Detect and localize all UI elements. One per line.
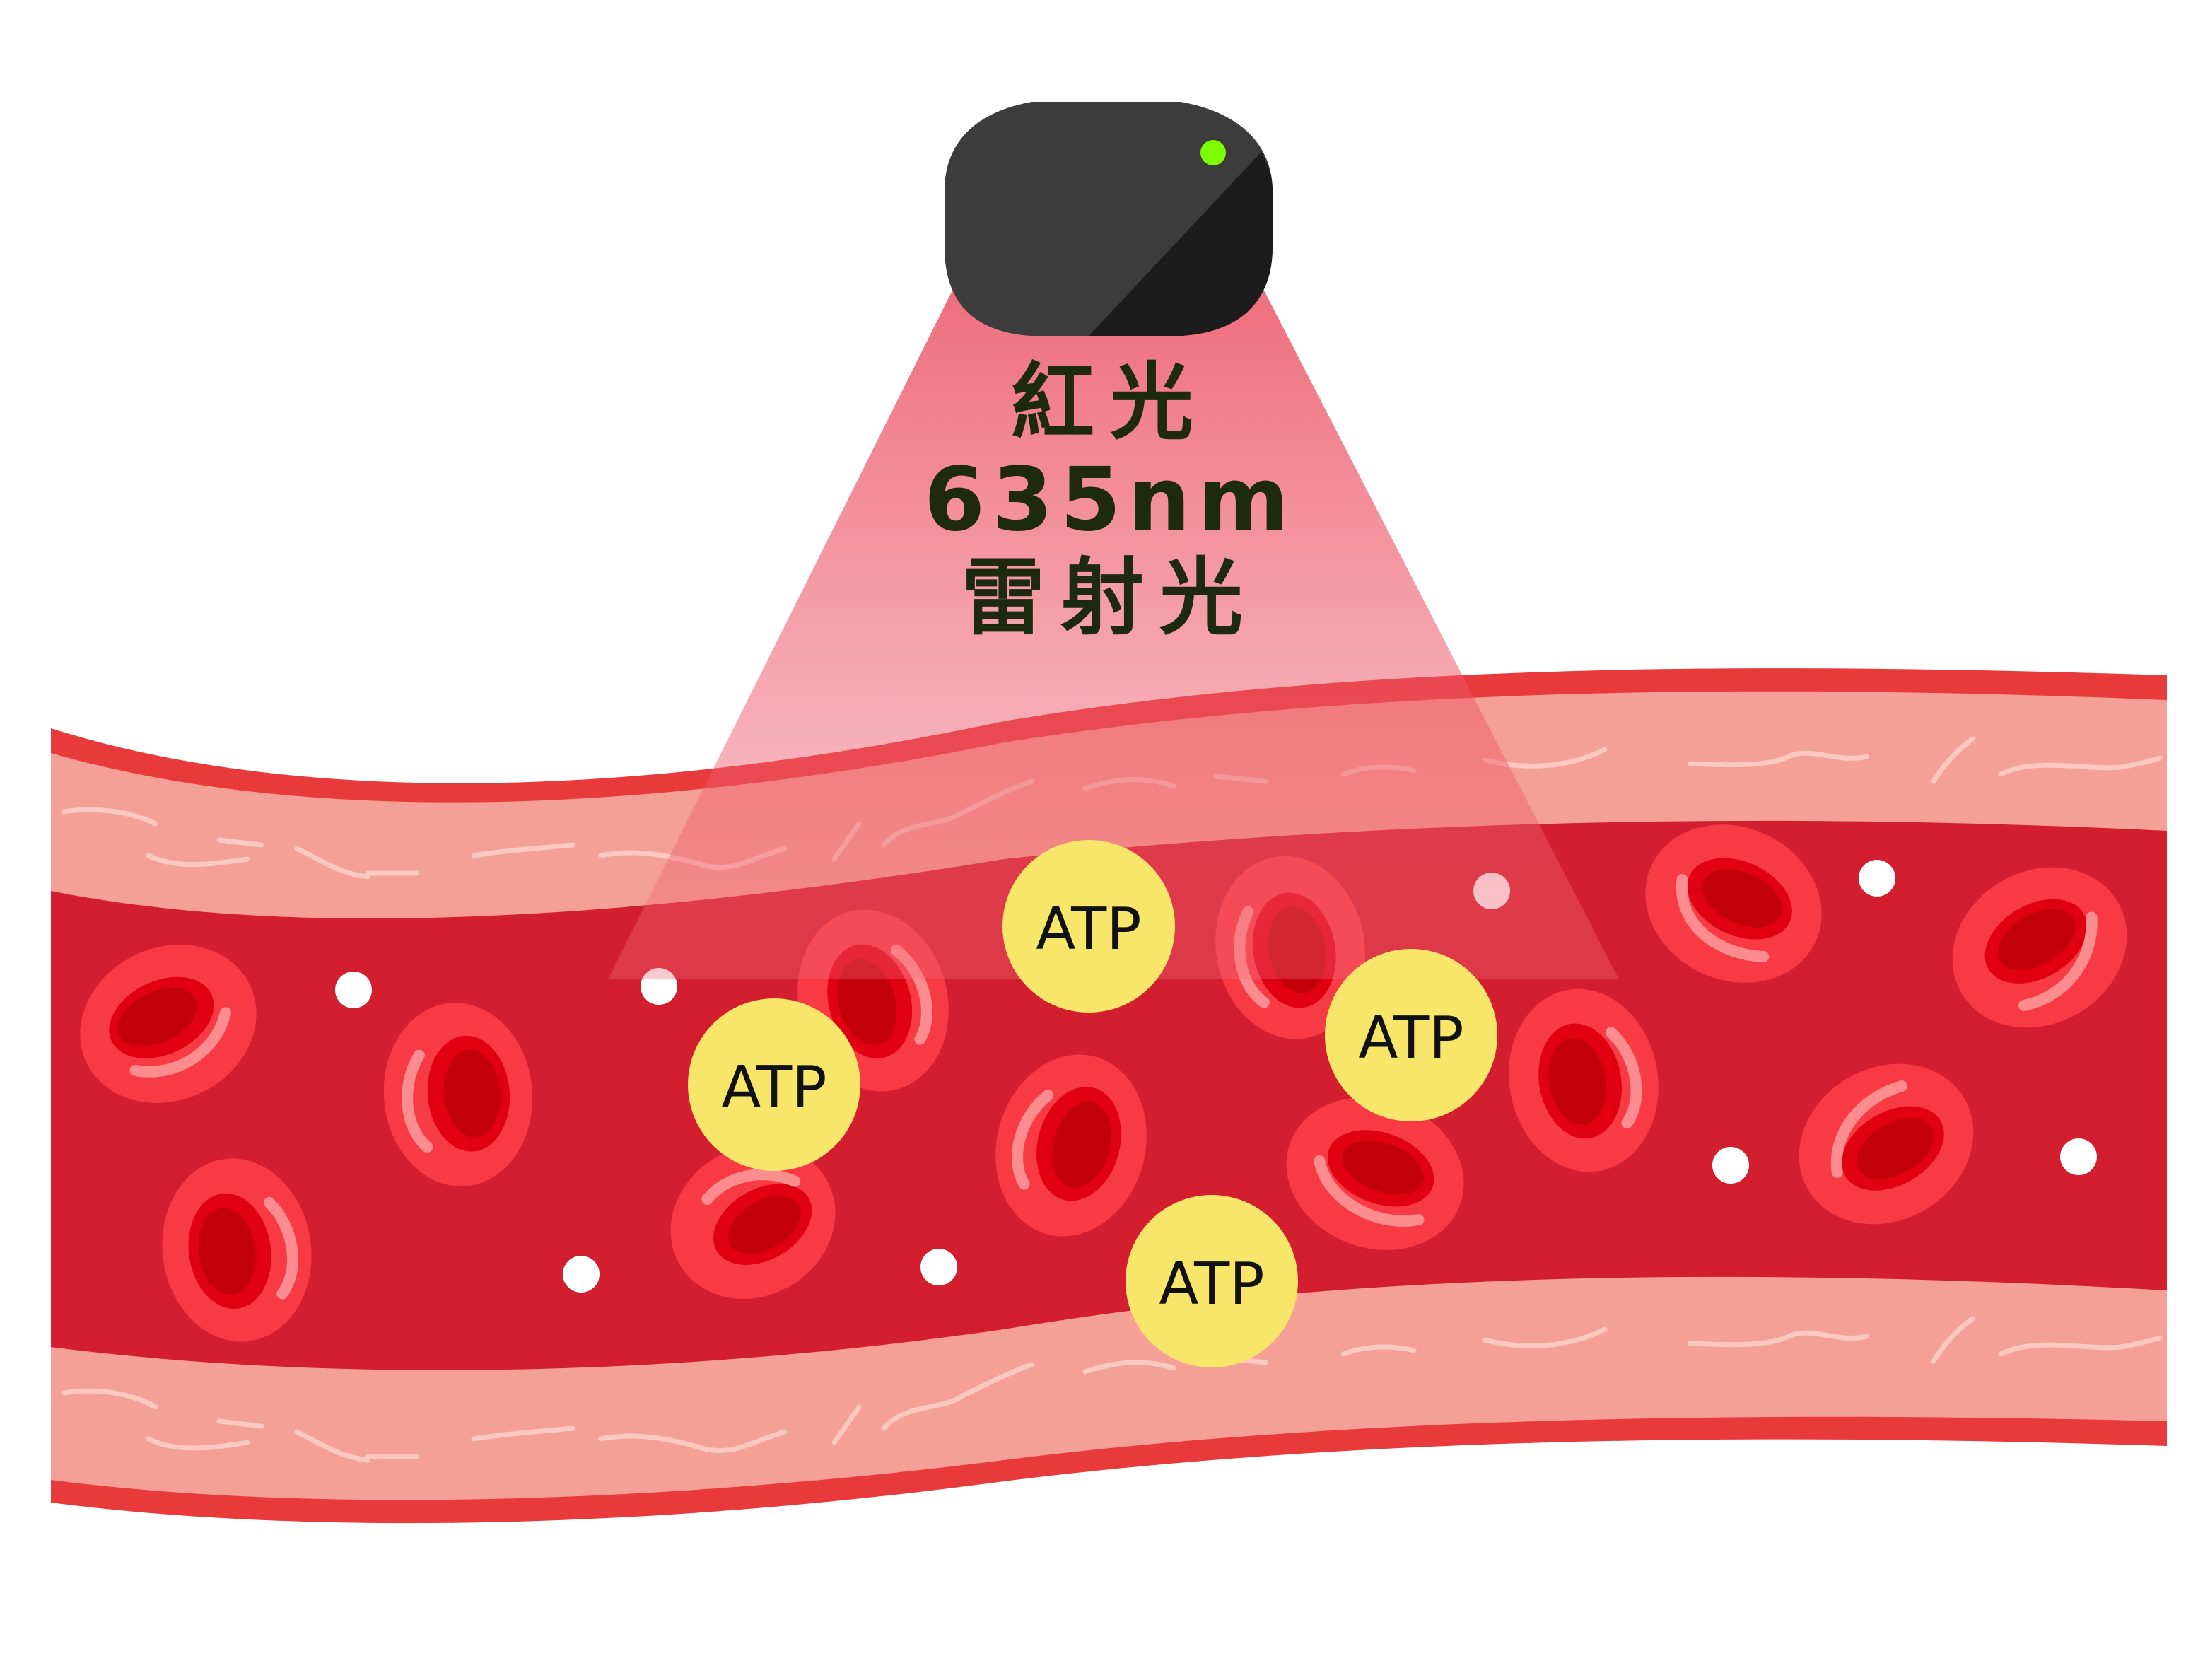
red-blood-cell (1799, 1063, 1974, 1225)
atp-label: ATP (1358, 1005, 1463, 1072)
particle (1712, 1147, 1749, 1184)
atp-molecule: ATP (688, 998, 860, 1171)
red-blood-cell (1286, 1097, 1464, 1250)
red-blood-cell (1645, 824, 1822, 983)
red-blood-cells (80, 824, 2127, 1342)
red-blood-cell (1952, 867, 2127, 1028)
atp-molecules: ATP ATP ATP ATP (688, 840, 1497, 1367)
light-label-line3: 雷射光 (961, 549, 1258, 646)
red-blood-cell (670, 1145, 836, 1299)
tissue-fibres-lower (61, 1316, 2163, 1463)
blood-vessel (51, 668, 2167, 1524)
atp-molecule: ATP (1002, 840, 1175, 1013)
red-blood-cell (383, 1003, 533, 1186)
particle (335, 972, 372, 1008)
red-blood-cell (80, 945, 257, 1103)
particle (1859, 860, 1895, 897)
red-blood-cell (162, 1158, 312, 1342)
atp-molecule: ATP (1325, 949, 1497, 1121)
red-blood-cell (995, 1054, 1147, 1237)
light-label-line1: 紅光 (1010, 354, 1209, 451)
atp-label: ATP (721, 1054, 826, 1121)
light-label-wavelength: 635nm (923, 449, 1297, 551)
red-blood-cell (1509, 988, 1659, 1172)
particle (920, 1249, 957, 1285)
atp-label: ATP (1036, 896, 1141, 963)
particle (563, 1256, 600, 1293)
atp-molecule: ATP (1126, 1195, 1298, 1367)
laser-device-icon (945, 102, 1273, 336)
indicator-light-icon (1200, 140, 1226, 165)
red-light-label: 紅光 635nm 雷射光 (877, 354, 1343, 646)
atp-label: ATP (1159, 1251, 1264, 1318)
laser-beam (608, 286, 1619, 979)
particle (2060, 1138, 2097, 1175)
